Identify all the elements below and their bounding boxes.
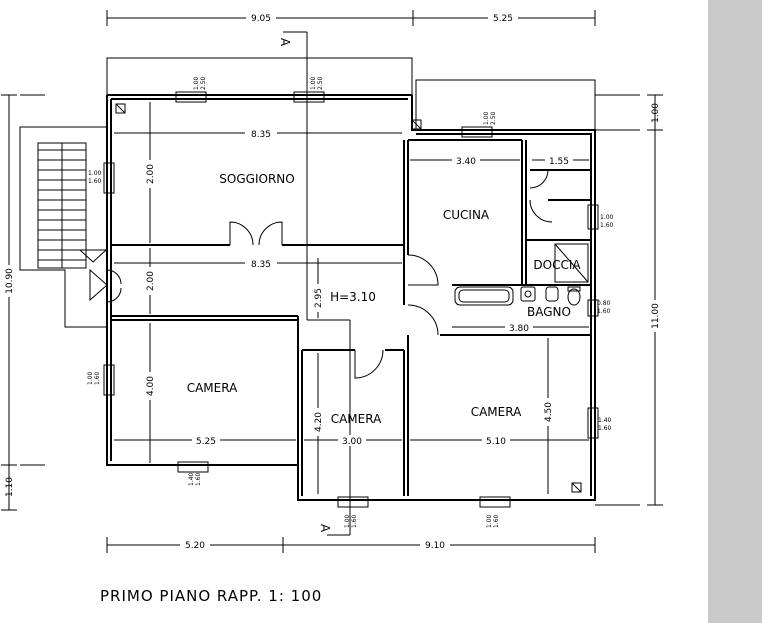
window-label-1a: 1.00 bbox=[193, 76, 200, 90]
window-label-2a: 1.00 bbox=[310, 76, 317, 90]
room-label-bagno: BAGNO bbox=[527, 305, 571, 319]
window-label-1b: 2.50 bbox=[200, 76, 207, 90]
window-label-11b: 1.60 bbox=[493, 514, 500, 528]
window-label-3a: 1.00 bbox=[483, 111, 490, 125]
interior-walls bbox=[111, 139, 591, 496]
dim-camera-left-width: 5.25 bbox=[196, 437, 216, 447]
window-label-6b: 1.60 bbox=[597, 308, 611, 315]
room-label-camera-center: CAMERA bbox=[331, 412, 382, 426]
window-label-4b: 1.60 bbox=[88, 178, 102, 185]
outer-walls bbox=[106, 94, 596, 501]
window-label-8a: 1.40 bbox=[188, 472, 195, 486]
bathroom-fixtures bbox=[454, 243, 589, 306]
dim-camera-right-width: 5.10 bbox=[486, 437, 506, 447]
window-label-10a: 1.00 bbox=[344, 514, 351, 528]
window-label-5a: 1.00 bbox=[87, 371, 94, 385]
section-marker-bottom: A bbox=[318, 524, 332, 533]
dim-camera-left-depth: 4.00 bbox=[146, 376, 156, 396]
section-marker-top: A bbox=[278, 38, 292, 47]
plan-caption: PRIMO PIANO RAPP. 1: 100 bbox=[100, 587, 322, 605]
dim-camera-right-depth: 4.50 bbox=[544, 402, 554, 422]
staircase bbox=[19, 126, 108, 328]
section-line bbox=[283, 31, 351, 536]
window-label-7b: 1.60 bbox=[598, 425, 612, 432]
room-label-doccia: DOCCIA bbox=[533, 258, 581, 272]
dim-left-small: 1.10 bbox=[5, 477, 15, 497]
corner-markers bbox=[115, 103, 582, 493]
dim-bottom-right: 9.10 bbox=[425, 541, 445, 551]
dim-soggiorno-width: 8.35 bbox=[251, 130, 271, 140]
dim-top-left: 9.05 bbox=[251, 14, 271, 24]
room-label-camera-left: CAMERA bbox=[187, 381, 238, 395]
dim-right-top: 1.00 bbox=[651, 103, 661, 123]
dim-camera-center-width: 3.00 bbox=[342, 437, 362, 447]
dim-soggiorno-depth: 2.00 bbox=[146, 164, 156, 184]
window-label-9a: 1.00 bbox=[600, 214, 614, 221]
side-panel bbox=[708, 0, 762, 623]
window-label-11a: 1.00 bbox=[486, 514, 493, 528]
dim-top-right: 5.25 bbox=[493, 14, 513, 24]
doors bbox=[106, 169, 553, 379]
window-label-9b: 1.60 bbox=[600, 222, 614, 229]
dim-corridor-width: 8.35 bbox=[251, 260, 271, 270]
dim-bottom-left: 5.20 bbox=[185, 541, 205, 551]
window-label-3b: 2.50 bbox=[490, 111, 497, 125]
floor-plan: 9.05 5.25 5.20 9.10 10.90 1.10 11.00 1.0… bbox=[1, 10, 663, 605]
height-note: H=3.10 bbox=[330, 290, 376, 304]
dim-doccia-width: 1.55 bbox=[549, 157, 569, 167]
window-label-2b: 2.50 bbox=[317, 76, 324, 90]
window-label-5b: 1.60 bbox=[94, 371, 101, 385]
dim-hall-depth: 2.95 bbox=[314, 288, 324, 308]
dim-left-total: 10.90 bbox=[5, 268, 15, 294]
room-label-cucina: CUCINA bbox=[443, 208, 490, 222]
window-label-7a: 1.40 bbox=[598, 417, 612, 424]
window-label-4a: 1.00 bbox=[88, 170, 102, 177]
windows bbox=[103, 91, 599, 508]
room-label-soggiorno: SOGGIORNO bbox=[219, 172, 294, 186]
dim-bagno-width: 3.80 bbox=[509, 324, 529, 334]
room-label-camera-right: CAMERA bbox=[471, 405, 522, 419]
window-label-6a: 0.80 bbox=[597, 300, 611, 307]
window-label-8b: 1.60 bbox=[195, 472, 202, 486]
dim-camera-center-depth: 4.20 bbox=[314, 412, 324, 432]
window-label-10b: 1.60 bbox=[351, 514, 358, 528]
dim-corridor-depth: 2.00 bbox=[146, 271, 156, 291]
dim-right-total: 11.00 bbox=[651, 303, 661, 329]
dim-cucina-width: 3.40 bbox=[456, 157, 476, 167]
